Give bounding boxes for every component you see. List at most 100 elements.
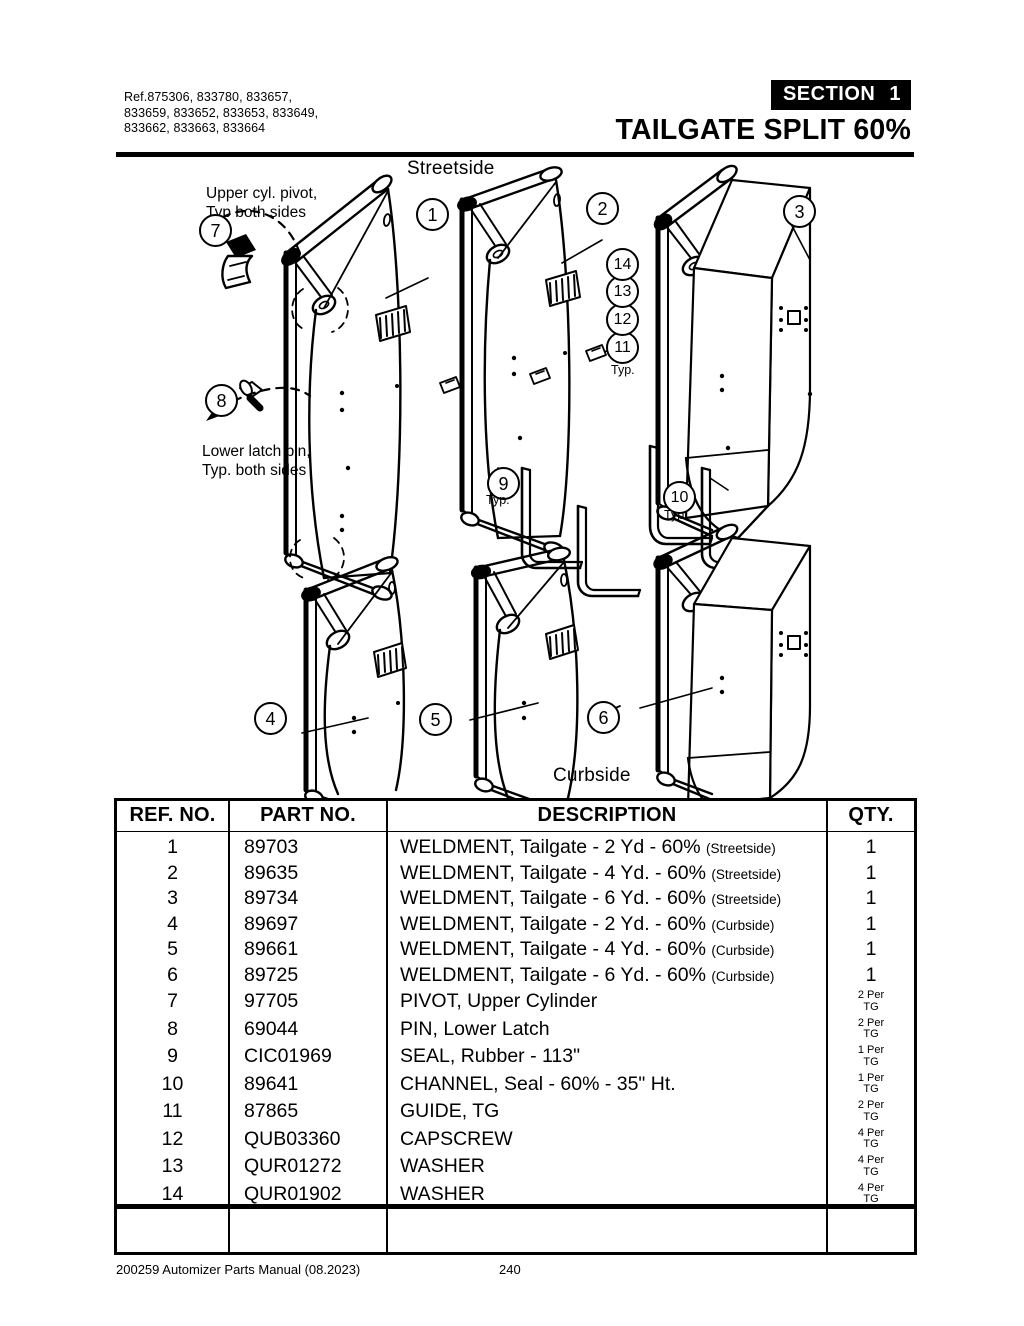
quantity-unit: TG — [863, 1028, 879, 1041]
callout-6[interactable]: 6 — [587, 701, 620, 734]
cell-ref: 14 — [117, 1180, 230, 1208]
typ-label-9: Typ. — [486, 493, 510, 507]
quantity-value: 4 Per — [857, 1154, 885, 1167]
page-number: 240 — [499, 1262, 521, 1277]
cell-quantity: 1 — [827, 886, 914, 912]
cell-description: CAPSCREW — [387, 1125, 828, 1153]
callout-4[interactable]: 4 — [254, 702, 287, 735]
cell-part-number: QUR01272 — [229, 1153, 388, 1181]
callout-9[interactable]: 9 — [487, 467, 520, 500]
callout-7[interactable]: 7 — [199, 214, 232, 247]
cell-description: CHANNEL, Seal - 60% - 35" Ht. — [387, 1070, 828, 1098]
tailgate-6yd-streetside — [653, 164, 813, 540]
curbside-label: Curbside — [553, 765, 631, 786]
description-main: PIN, Lower Latch — [400, 1017, 550, 1040]
description-main: WASHER — [400, 1155, 485, 1178]
description-main: WELDMENT, Tailgate - 4 Yd. - 60% — [400, 861, 712, 884]
cell-description: WELDMENT, Tailgate - 2 Yd - 60% (Streets… — [387, 835, 828, 861]
tailgate-6yd-curbside — [639, 523, 812, 798]
col-header-desc: DESCRIPTION — [387, 801, 828, 832]
streetside-label: Streetside — [407, 158, 495, 179]
cell-description: WELDMENT, Tailgate - 4 Yd. - 60% (Curbsi… — [387, 937, 828, 963]
typ-label-10: Typ. — [664, 508, 688, 522]
cell-part-number: 89697 — [229, 911, 388, 937]
callout-2[interactable]: 2 — [586, 192, 619, 225]
cell-ref: 4 — [117, 911, 230, 937]
quantity-value: 4 Per — [857, 1126, 885, 1139]
callout-3[interactable]: 3 — [783, 195, 816, 228]
cell-ref: 9 — [117, 1043, 230, 1071]
quantity-unit: TG — [863, 1110, 879, 1123]
quantity-unit: TG — [863, 1000, 879, 1013]
table-header-row: REF. NO. PART NO. DESCRIPTION QTY. — [117, 801, 914, 832]
callout-1[interactable]: 1 — [416, 198, 449, 231]
cell-part-number: 89641 — [229, 1070, 388, 1098]
description-main: SEAL, Rubber - 113" — [400, 1045, 580, 1068]
cell-ref: 7 — [117, 988, 230, 1016]
exploded-parts-diagram — [110, 158, 922, 798]
cell-ref: 5 — [117, 937, 230, 963]
cell-ref: 13 — [117, 1153, 230, 1181]
cell-quantity: 1 — [827, 912, 914, 938]
callout-10[interactable]: 10 — [663, 481, 696, 514]
description-qualifier: (Streetside) — [711, 892, 782, 908]
cell-ref: 1 — [117, 835, 230, 861]
quantity-unit: TG — [863, 1193, 879, 1206]
cell-quantity: 1 — [827, 963, 914, 989]
quantity-value: 1 — [865, 861, 877, 884]
callout-8[interactable]: 8 — [205, 384, 238, 417]
cell-ref: 8 — [117, 1015, 230, 1043]
quantity-unit: TG — [863, 1055, 879, 1068]
section-number: 1 — [889, 83, 901, 105]
quantity-value: 1 Per — [857, 1044, 885, 1057]
description-main: CAPSCREW — [400, 1127, 513, 1150]
cell-part-number: 89725 — [229, 962, 388, 988]
cell-part-number: 89661 — [229, 937, 388, 963]
header-double-rule — [117, 831, 914, 835]
cell-part-number: 89635 — [229, 860, 388, 886]
description-qualifier: (Streetside) — [705, 841, 776, 857]
cell-part-number: CIC01969 — [229, 1043, 388, 1071]
description-main: WASHER — [400, 1182, 485, 1205]
description-main: WELDMENT, Tailgate - 4 Yd. - 60% — [400, 938, 712, 961]
cell-description: WASHER — [387, 1180, 828, 1208]
cell-ref: 12 — [117, 1125, 230, 1153]
description-main: GUIDE, TG — [400, 1100, 500, 1123]
lower-latch-pin-annotation: Lower latch pin, Typ. both sides — [202, 443, 311, 479]
cell-part-number: 97705 — [229, 988, 388, 1016]
description-main: CHANNEL, Seal - 60% - 35" Ht. — [400, 1072, 676, 1095]
description-qualifier: (Curbside) — [711, 917, 775, 933]
tailgate-2yd-streetside — [281, 174, 429, 601]
typ-label-11: Typ. — [611, 363, 635, 377]
col-header-qty: QTY. — [827, 801, 914, 832]
cell-description: SEAL, Rubber - 113" — [387, 1043, 828, 1071]
col-header-part: PART NO. — [229, 801, 388, 832]
cell-quantity: 1 — [827, 861, 914, 887]
cell-part-number: 69044 — [229, 1015, 388, 1043]
description-main: WELDMENT, Tailgate - 6 Yd. - 60% — [400, 963, 712, 986]
col-header-ref: REF. NO. — [117, 801, 230, 832]
quantity-value: 1 — [865, 912, 877, 935]
cell-description: WELDMENT, Tailgate - 4 Yd. - 60% (Street… — [387, 860, 828, 886]
page-footer: 200259 Automizer Parts Manual (08.2023) … — [116, 1262, 916, 1277]
callout-5[interactable]: 5 — [419, 703, 452, 736]
quantity-value: 2 Per — [857, 1016, 885, 1029]
cell-ref: 2 — [117, 860, 230, 886]
callout-14[interactable]: 14 — [606, 248, 639, 281]
